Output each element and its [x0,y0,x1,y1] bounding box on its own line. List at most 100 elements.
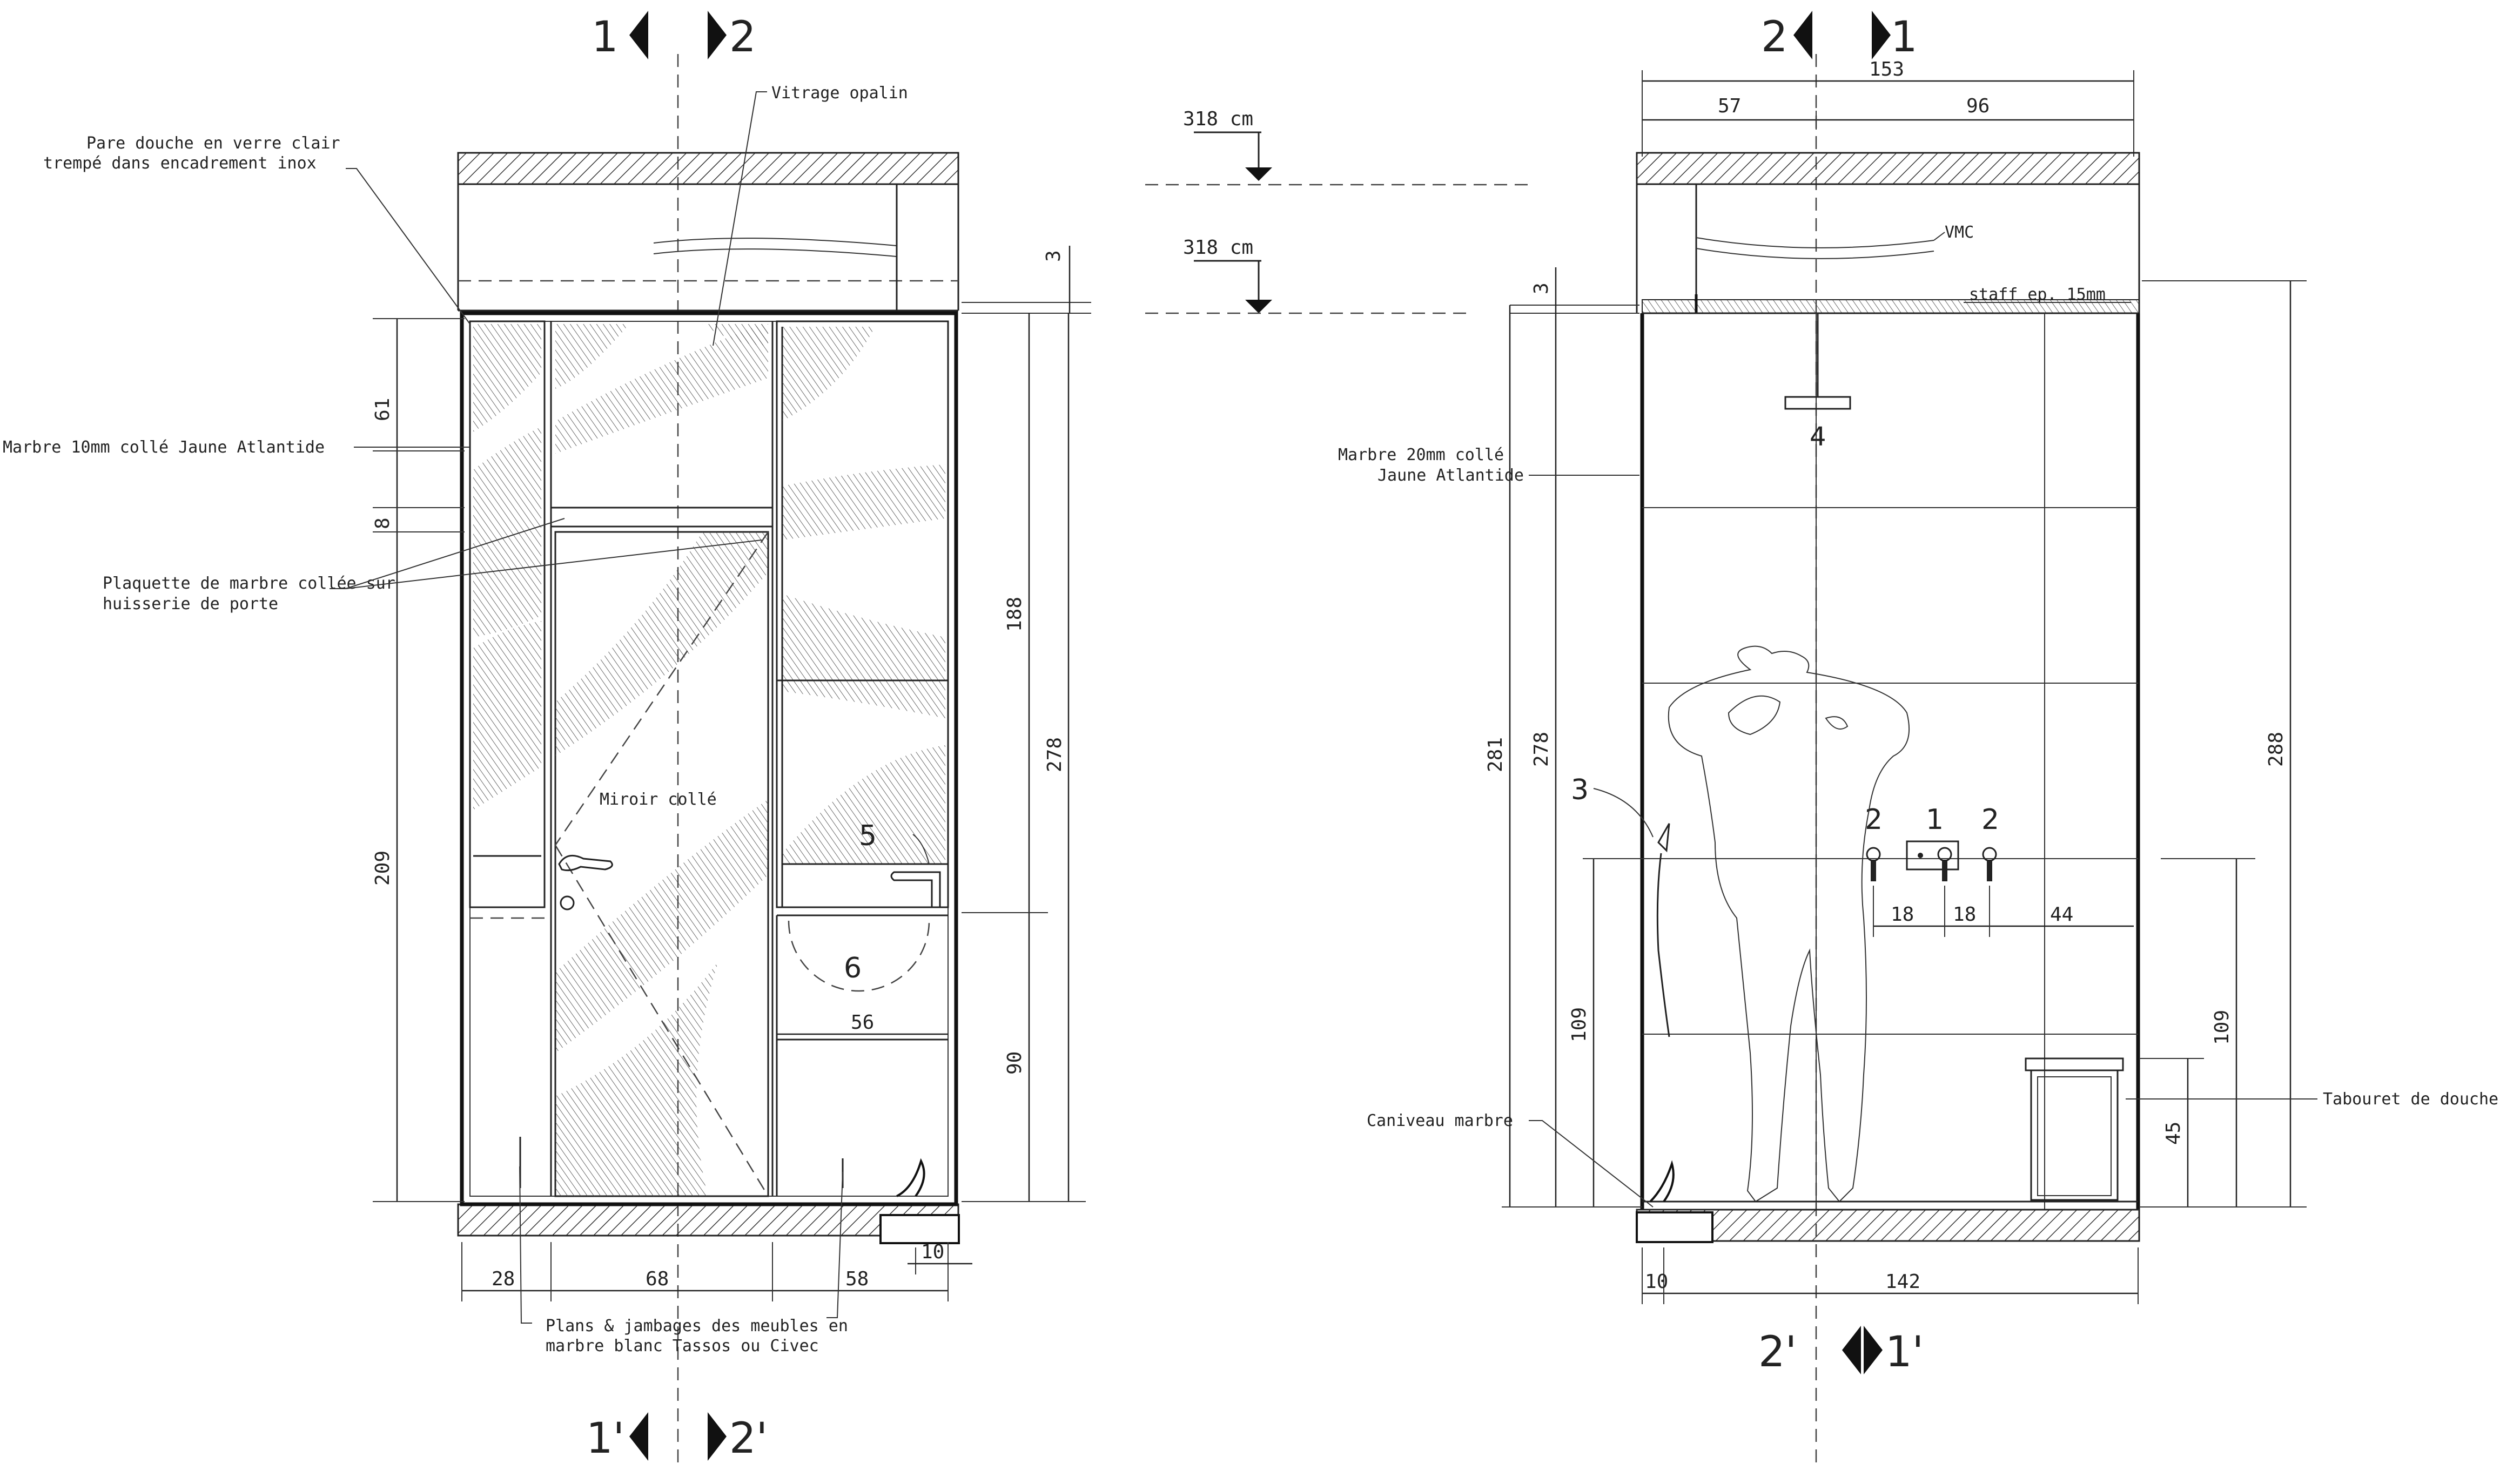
dim-90: 90 [1004,1051,1026,1075]
door-lock [560,895,575,910]
dim-44: 44 [2050,903,2073,926]
dims-top: 153 57 96 [1642,58,2134,157]
dim-68: 68 [646,1268,669,1290]
level-marks: 318 cm 318 cm [1145,108,1529,314]
dim-61: 61 [372,398,394,421]
item-number-6: 6 [844,952,862,984]
section-arrow-left-icon [1842,1326,1861,1374]
dims-right-elev-right: 288 109 45 [2139,280,2307,1208]
dim-18a: 18 [1891,903,1914,926]
shower-stool-seat [2025,1057,2124,1071]
annotations-right: Marbre 20mm collé Jaune Atlantide Canive… [1338,446,2498,1208]
door-marble-lintel [550,507,774,528]
label-plans-2: marbre blanc Tassos ou Civec [546,1337,819,1355]
section-marker-bottom: 1' 2' [586,1412,768,1463]
dim-188: 188 [1004,597,1026,632]
dim-18b: 18 [1953,903,1976,926]
dim-57: 57 [1718,95,1741,117]
dim-58: 58 [845,1268,869,1290]
label-tabouret: Tabouret de douche [2323,1090,2498,1109]
section-arrow-left-icon [1793,11,1812,59]
shower-stool [2030,1069,2119,1201]
tile-grid [1642,313,2138,1210]
floor-slab [457,1203,959,1237]
section-label-1: 1 [1891,13,1918,62]
label-marbre-1: Marbre 20mm collé [1338,446,1504,464]
section-arrow-right-icon [708,1412,727,1461]
item-number-1: 1 [1926,804,1944,836]
label-plaquette-2: huisserie de porte [103,595,278,613]
item-number-5: 5 [859,820,877,852]
section-marker-top: 1 2 [592,11,756,62]
bin-circle [788,920,930,992]
vmc-duct [1696,237,1934,259]
section-arrow-left-icon [629,1412,648,1461]
door-handle [558,854,613,872]
section-arrow-left-icon [629,11,648,59]
dims-bottom: 56 28 68 58 10 [461,1011,972,1301]
label-pare-douche-2: trempé dans encadrement inox [43,154,317,173]
section-label-2prime: 2' [729,1414,768,1463]
label-miroir: Miroir collé [600,790,717,809]
section-marker-bottom: 2' 1' [1758,1326,1924,1377]
level-upper-marker-icon [1245,167,1272,181]
section-arrow-right-icon [1864,1326,1883,1374]
dims-right-side: 3 188 278 90 [962,246,1091,1202]
dim-10: 10 [921,1241,944,1263]
dim-3: 3 [1530,282,1553,294]
section-label-2prime: 2' [1758,1328,1797,1377]
dim-10: 10 [1645,1271,1668,1293]
leader-plans-right [826,1171,843,1318]
vmc-duct [653,238,897,257]
leader-plans-left [519,1166,532,1324]
ceiling-slab [457,152,959,185]
basin-tap [890,871,941,908]
label-plaquette-1: Plaquette de marbre collée sur [103,574,395,593]
dims-right-elev-bottom: 10 142 [1642,1247,2139,1304]
annotations-left: Pare douche en verre clair trempé dans e… [3,84,908,1355]
section-label-2: 2 [729,13,756,62]
label-caniveau: Caniveau marbre [1367,1111,1513,1130]
item-number-3: 3 [1571,774,1589,806]
level-upper-text: 318 cm [1183,108,1253,130]
label-vmc: VMC [1945,223,1974,242]
dim-209: 209 [372,851,394,886]
section-arrow-right-icon [708,11,727,59]
label-marbre: Marbre 10mm collé Jaune Atlantide [3,438,325,457]
leader-5 [912,834,930,865]
label-marbre-2: Jaune Atlantide [1377,466,1524,485]
item-number-4: 4 [1810,422,1826,452]
cabin-outline [460,311,958,1206]
section-label-1prime: 1' [586,1414,624,1463]
shower-head [1784,396,1851,410]
dim-96: 96 [1966,95,1990,117]
left-elevation: 1 2 1' 2' [3,11,1091,1463]
marble-channel [1636,1211,1713,1243]
shower-mixer: 2 1 2 18 18 44 [1865,804,2134,937]
leader-vitrage [713,91,767,346]
dim-56: 56 [851,1011,874,1034]
dims-left-side: 61 8 209 [372,318,465,1202]
label-vitrage: Vitrage opalin [771,84,908,103]
dim-8: 8 [372,517,394,529]
leader-caniveau [1529,1120,1654,1208]
level-lower-marker-icon [1245,300,1272,313]
dim-3: 3 [1043,250,1065,262]
section-label-1: 1 [592,13,619,62]
dim-153: 153 [1869,58,1904,80]
hand-shower-hose [1656,853,1670,1037]
label-plans-1: Plans & jambages des meubles en [546,1317,848,1335]
right-elevation: 2 1 2' 1' 153 57 96 VMC staff ep. 1 [1338,11,2498,1463]
label-pare-douche-1: Pare douche en verre clair [86,134,340,153]
human-silhouette [1668,645,1910,1203]
drain-channel [879,1214,960,1244]
label-staff: staff ep. 15mm [1969,285,2106,304]
hand-shower [1657,823,1670,853]
mixer-plate [1906,840,1959,871]
section-marker-top: 2 1 [1761,11,1918,62]
leader-pare-douche [346,168,471,325]
level-lower-text: 318 cm [1183,237,1253,259]
left-glass-panel [469,320,546,908]
section-arrow-right-icon [1872,11,1891,59]
